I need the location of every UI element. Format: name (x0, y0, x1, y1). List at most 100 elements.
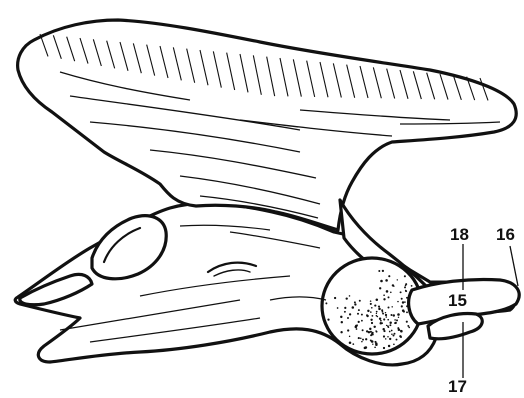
stipple-dot (361, 341, 363, 343)
stipple-dot (386, 290, 389, 293)
stipple-dot (404, 275, 406, 277)
stipple-dot (375, 330, 377, 332)
stipple-dot (365, 346, 368, 349)
stipple-dot (354, 301, 356, 303)
stipple-dot (349, 336, 350, 337)
stipple-dot (389, 331, 391, 333)
stipple-dot (397, 313, 400, 316)
stipple-dot (388, 307, 390, 309)
stipple-dot (405, 285, 407, 287)
stipple-dot (400, 330, 403, 333)
stipple-dot (390, 314, 392, 316)
stipple-dot (370, 303, 372, 305)
stipple-dot (394, 333, 396, 335)
stipple-dot (358, 321, 360, 323)
stipple-dot (371, 340, 374, 343)
stipple-dot (337, 307, 339, 309)
stipple-dot (352, 343, 354, 345)
stipple-dot (356, 328, 358, 330)
stipple-dot (406, 321, 408, 323)
stipple-dot (386, 325, 387, 326)
stipple-dot (371, 322, 373, 324)
stipple-dot (383, 330, 385, 332)
stipple-dot (385, 312, 386, 313)
stipple-dot (382, 313, 384, 315)
stipple-dot (385, 316, 387, 318)
stipple-dot (379, 318, 381, 320)
stipple-dot (408, 327, 410, 329)
stipple-dot (362, 339, 364, 341)
stipple-dot (354, 303, 356, 305)
stipple-dot (372, 343, 373, 344)
stipple-dot (349, 313, 351, 315)
stipple-dot (391, 333, 392, 334)
stipple-dot (383, 318, 385, 320)
stipple-dot (400, 291, 402, 293)
stipple-dot (371, 315, 373, 317)
stipple-dot (346, 297, 348, 299)
stipple-dot (402, 309, 405, 312)
stipple-dot (379, 287, 381, 289)
stipple-dot (373, 326, 375, 328)
stipple-dot (392, 334, 394, 336)
stipple-dot (365, 338, 367, 340)
stipple-dot (396, 339, 398, 341)
stipple-dot (387, 336, 389, 338)
stipple-dot (392, 284, 394, 286)
stipple-dot (382, 270, 384, 272)
stipple-dot (411, 285, 413, 287)
stipple-dot (376, 311, 378, 313)
label-18: 18 (450, 225, 469, 244)
stipple-dot (385, 338, 387, 340)
stipple-dot (344, 311, 346, 313)
stipple-dot (378, 308, 381, 311)
stipple-dot (383, 335, 385, 337)
stipple-dot (383, 298, 385, 300)
stipple-dot (393, 314, 395, 316)
stipple-dot (349, 342, 352, 345)
stipple-dot (370, 300, 372, 302)
stipple-dot (387, 296, 389, 298)
stipple-dot (380, 322, 383, 325)
stipple-dot (395, 322, 397, 324)
stipple-dot (375, 344, 378, 347)
stipple-dot (376, 298, 379, 301)
stipple-dot (394, 319, 396, 321)
stipple-dot (358, 309, 360, 311)
stipple-dot (406, 311, 408, 313)
stipple-dot (360, 338, 362, 340)
stipple-dot (347, 317, 349, 319)
stipple-dot (361, 320, 363, 322)
stipple-dot (388, 326, 390, 328)
stipple-dot (334, 297, 336, 299)
stipple-dot (340, 316, 342, 318)
stipple-dot (325, 302, 327, 304)
stipple-dot (374, 305, 376, 307)
stipple-dot (383, 294, 385, 296)
stipple-dot (376, 315, 378, 317)
stipple-dot (362, 329, 364, 331)
stipple-dot (393, 343, 395, 345)
stipple-dot (344, 307, 346, 309)
stipple-dot (398, 317, 399, 318)
stipple-dot (401, 298, 403, 300)
stipple-dot (397, 279, 398, 280)
stipple-dot (347, 329, 349, 331)
stipple-dot (388, 275, 390, 277)
stipple-dot (389, 338, 391, 340)
stipple-dot (366, 330, 368, 332)
stipple-dot (398, 328, 401, 331)
stipple-dot (369, 328, 371, 330)
stipple-dot (387, 319, 389, 321)
stipple-dot (404, 286, 406, 288)
stipple-dot (381, 309, 383, 311)
stipple-dot (402, 301, 404, 303)
stipple-dot (349, 295, 351, 297)
stipple-dot (390, 292, 392, 294)
stipple-dot (389, 324, 391, 326)
stipple-dot (327, 318, 329, 320)
stipple-dot (359, 300, 361, 302)
stipple-dot (404, 301, 406, 303)
stipple-dot (371, 307, 373, 309)
